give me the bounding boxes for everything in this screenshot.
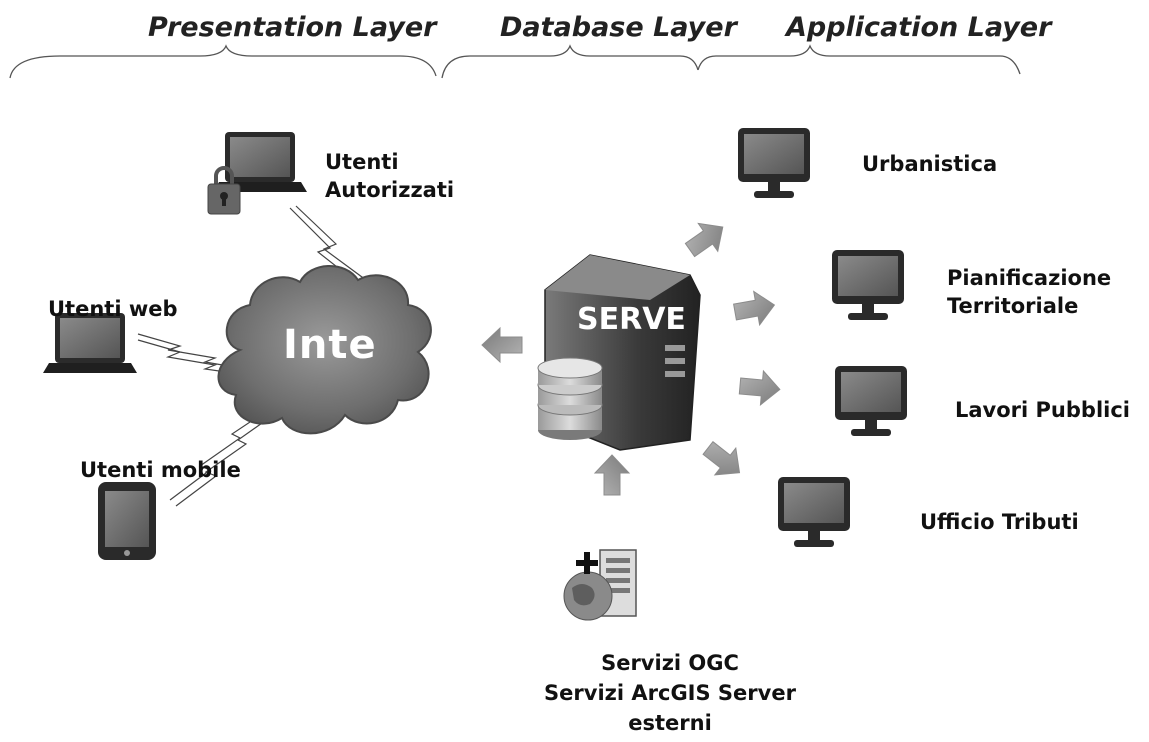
tablet-icon	[98, 482, 156, 560]
monitor-icon	[778, 477, 850, 547]
padlock-icon	[207, 166, 241, 215]
department-label-lavori-pubblici: Lavori Pubblici	[955, 398, 1130, 422]
application-layer-title: Application Layer	[786, 12, 1052, 43]
monitor-icon	[832, 250, 904, 320]
monitor-icon	[738, 128, 810, 198]
arrow-icon	[481, 327, 523, 363]
web-users-label: Utenti web	[48, 297, 178, 321]
mobile-users-label: Utenti mobile	[80, 458, 241, 482]
cloud-label: Inte	[283, 322, 377, 368]
arrow-icon	[731, 287, 778, 330]
arrow-icon	[679, 212, 734, 265]
database-icon	[537, 357, 603, 440]
monitor-icon	[835, 366, 907, 436]
external-services-label: Servizi OGC Servizi ArcGIS Server estern…	[544, 651, 796, 735]
laptop-icon	[213, 132, 307, 192]
department-label-urbanistica: Urbanistica	[862, 152, 998, 176]
cloud-icon	[217, 265, 432, 435]
department-label-ufficio-tributi: Ufficio Tributi	[920, 510, 1079, 534]
arrow-icon	[697, 434, 751, 487]
presentation-layer-title: Presentation Layer	[148, 12, 437, 43]
gis-server-icon	[563, 549, 637, 621]
arrow-icon	[738, 368, 782, 407]
server-label: SERVE	[577, 302, 686, 337]
database-layer-title: Database Layer	[500, 12, 737, 43]
layer-brace	[9, 44, 1021, 79]
arrow-icon	[594, 454, 630, 496]
authorized-users-label: Utenti Autorizzati	[325, 150, 455, 202]
department-label-pianificazione: Pianificazione Territoriale	[947, 266, 1112, 318]
